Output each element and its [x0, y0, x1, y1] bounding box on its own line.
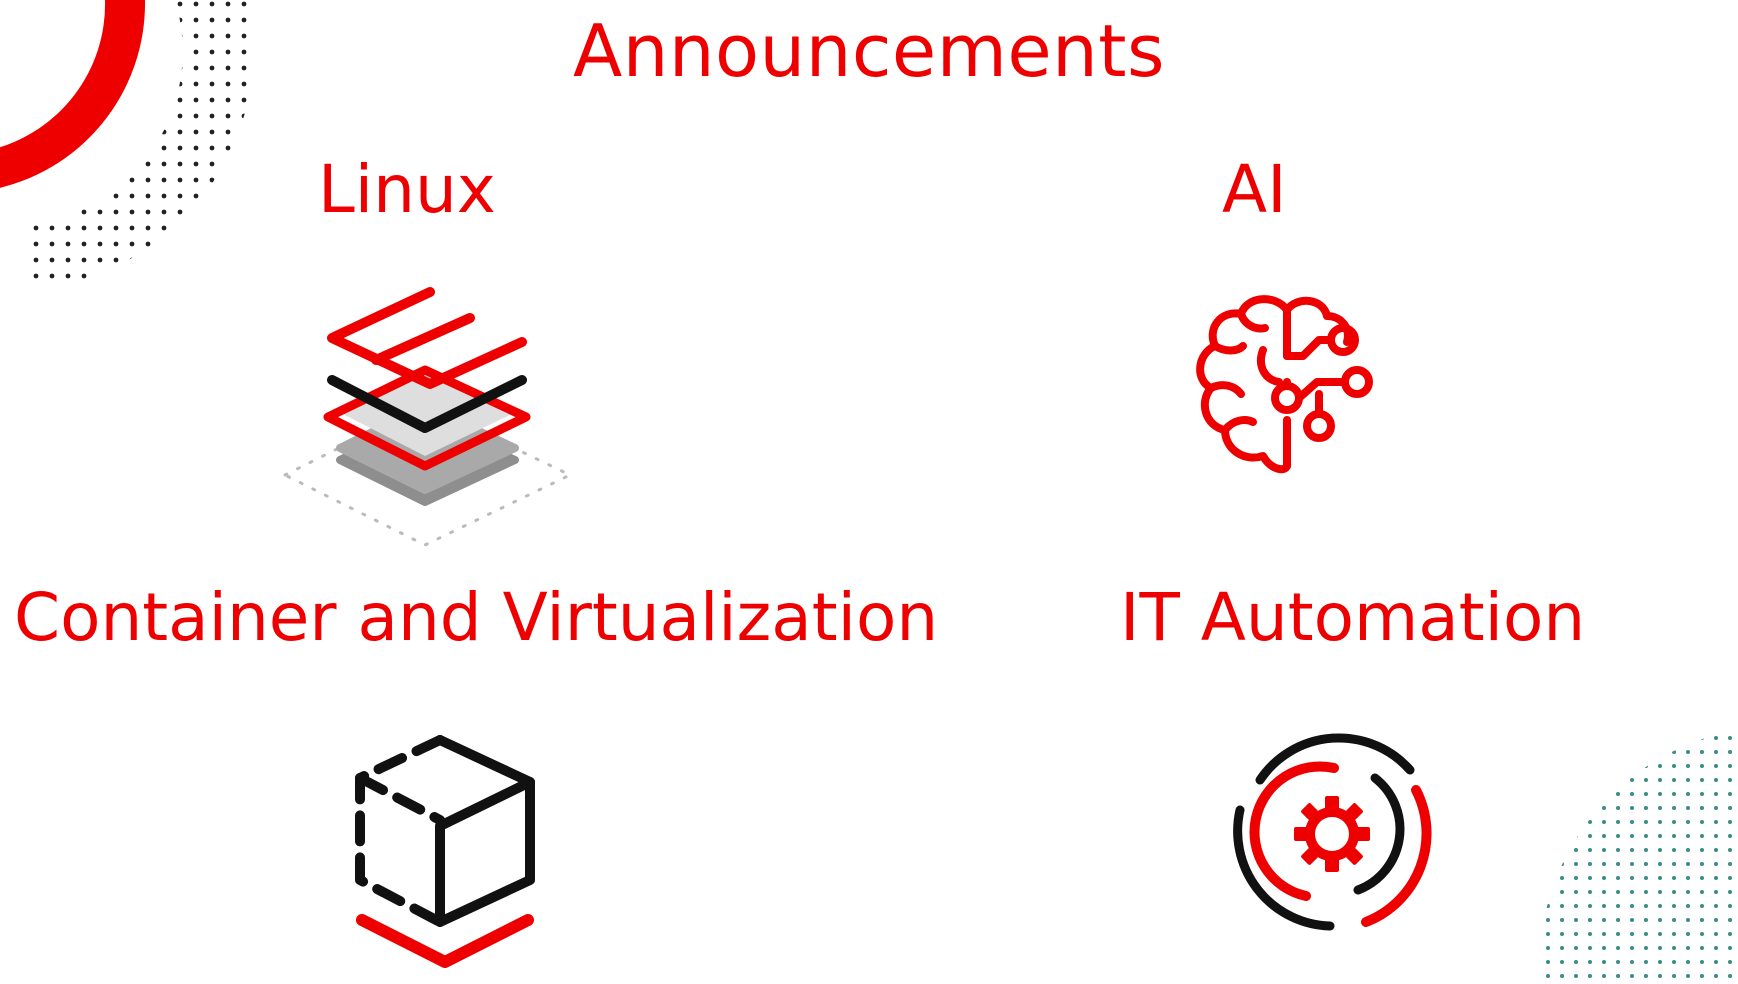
section-label-it-automation: IT Automation — [1120, 579, 1586, 656]
corner-teal-dots-decoration — [1539, 730, 1738, 984]
gear-cycle-icon — [1233, 733, 1432, 931]
stacked-layers-icon — [281, 287, 574, 547]
section-label-linux: Linux — [318, 151, 496, 228]
section-label-container-virtualization: Container and Virtualization — [14, 579, 939, 656]
cube-container-icon — [355, 735, 535, 968]
brain-circuit-icon — [1196, 295, 1373, 474]
section-label-ai: AI — [1222, 151, 1287, 228]
corner-red-arc-decoration — [0, 0, 255, 290]
page-title: Announcements — [572, 9, 1166, 93]
